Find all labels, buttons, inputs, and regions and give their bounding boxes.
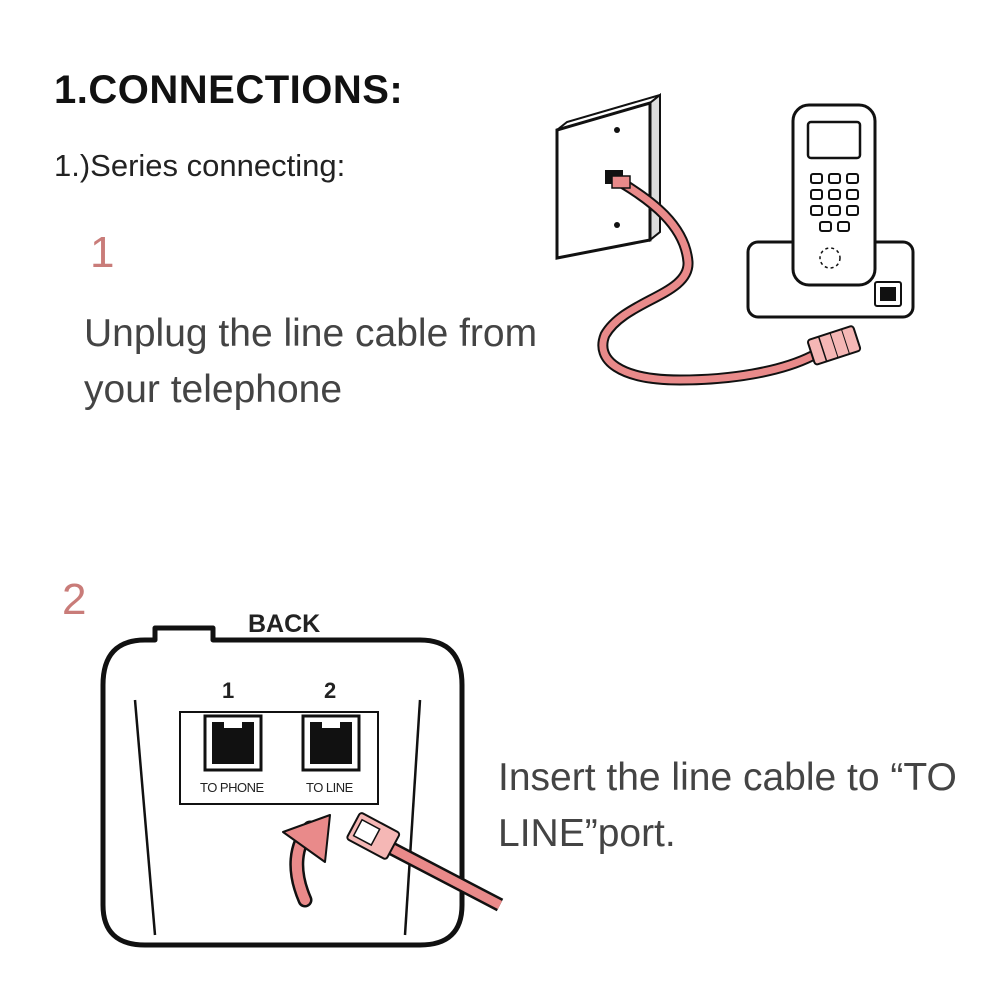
to-line-label: TO LINE [306,780,353,795]
section-subtitle: 1.)Series connecting: [54,148,346,183]
step-1-instruction: Unplug the line cable from your telephon… [84,312,538,411]
to-line-port [301,714,361,772]
device-back-panel [100,625,465,948]
wall-jack-icon [555,92,661,260]
to-phone-port [203,714,263,772]
port-1-number: 1 [222,678,235,703]
cordless-handset-icon [791,103,877,287]
page-title: 1.CONNECTIONS: [54,68,404,112]
step-1-number: 1 [90,228,115,277]
step-2-instruction: Insert the line cable to “TO LINE”port. [498,756,957,855]
to-phone-label: TO PHONE [200,780,264,795]
port-2-number: 2 [324,678,337,703]
insert-arrow-icon [282,814,331,908]
line-cable-icon [597,175,862,386]
line-cable-plug-icon [346,812,504,912]
step-2-number: 2 [62,575,87,624]
back-label: BACK [248,610,321,638]
